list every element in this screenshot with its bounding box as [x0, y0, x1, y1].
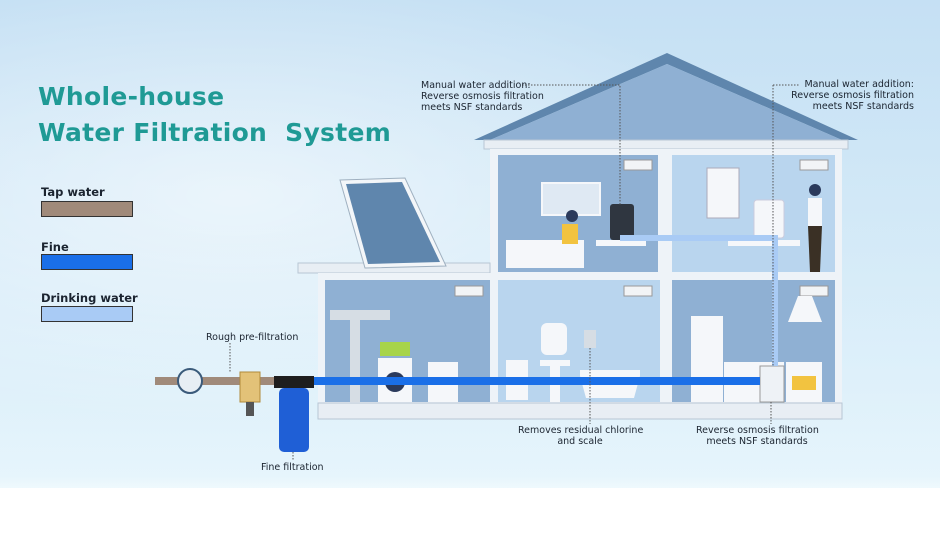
person-body	[562, 224, 578, 244]
pre-filter-icon	[239, 371, 261, 403]
note-ro-bottom: Reverse osmosis filtration meets NSF sta…	[696, 425, 819, 447]
vent-icon	[623, 285, 653, 297]
note-line: meets NSF standards	[421, 102, 523, 113]
drinking-water-riser	[772, 238, 778, 366]
ro-filter-unit-icon	[759, 365, 785, 403]
legend-tap-swatch	[41, 201, 133, 217]
fine-filter-icon	[279, 388, 309, 452]
solar-panel-icon	[346, 182, 440, 264]
note-line: Removes residual chlorine	[518, 425, 644, 436]
person-icon	[566, 210, 578, 222]
eave	[483, 139, 849, 150]
person-icon	[809, 184, 821, 196]
note-line: and scale	[557, 436, 603, 447]
legend-fine-swatch	[41, 254, 133, 270]
note-top-right: Manual water addition: Reverse osmosis f…	[791, 79, 914, 112]
tap-water-pipe	[155, 377, 285, 385]
person-legs	[808, 226, 822, 272]
note-chlorine: Removes residual chlorine and scale	[518, 425, 644, 447]
legend-fine-label: Fine	[41, 240, 69, 254]
fine-water-pipe	[285, 377, 760, 385]
note-rough-prefiltration: Rough pre-filtration	[206, 332, 299, 343]
refrigerator-icon	[691, 316, 723, 402]
legend-tap-label: Tap water	[41, 185, 105, 199]
drinking-water-pipe	[620, 235, 778, 241]
foundation	[317, 402, 843, 420]
note-top-left: Manual water addition: Reverse osmosis f…	[421, 80, 544, 113]
vent-icon	[799, 285, 829, 297]
water-meter-icon	[177, 368, 203, 394]
note-line: meets NSF standards	[706, 436, 808, 447]
person-body	[808, 198, 822, 226]
water-dispenser-icon	[610, 204, 634, 240]
vent-icon	[799, 159, 829, 171]
legend-drinking-label: Drinking water	[41, 291, 138, 305]
legend-drinking-swatch	[41, 306, 133, 322]
note-line: Reverse osmosis filtration	[421, 91, 544, 102]
note-line: Manual water addition:	[421, 80, 531, 91]
table-icon	[596, 240, 646, 246]
vent-icon	[454, 285, 484, 297]
window-icon	[706, 167, 740, 219]
oven-window	[792, 376, 816, 390]
range-hood-icon	[788, 296, 822, 322]
bottom-margin	[0, 488, 940, 560]
sofa-icon	[506, 240, 584, 268]
shower-filter-icon	[584, 330, 596, 348]
note-fine-filtration: Fine filtration	[261, 462, 324, 473]
note-line: Manual water addition:	[804, 79, 914, 90]
drain-pipe	[330, 310, 390, 402]
pre-filter-valve	[246, 402, 254, 416]
vent-icon	[623, 159, 653, 171]
ro-dispenser-icon	[753, 199, 785, 239]
note-line: meets NSF standards	[812, 101, 914, 112]
laundry-basket-icon	[380, 342, 410, 356]
desk-icon	[728, 240, 800, 246]
leader-lines	[229, 84, 800, 461]
roof-gable	[490, 64, 842, 140]
mirror-icon	[541, 323, 567, 355]
note-line: Reverse osmosis filtration	[696, 425, 819, 436]
title-line-1: Whole-house	[38, 82, 225, 111]
note-line: Reverse osmosis filtration	[791, 90, 914, 101]
title-line-2: Water Filtration System	[38, 118, 392, 147]
picture-frame	[541, 182, 601, 216]
filter-housing-cap	[274, 376, 314, 388]
